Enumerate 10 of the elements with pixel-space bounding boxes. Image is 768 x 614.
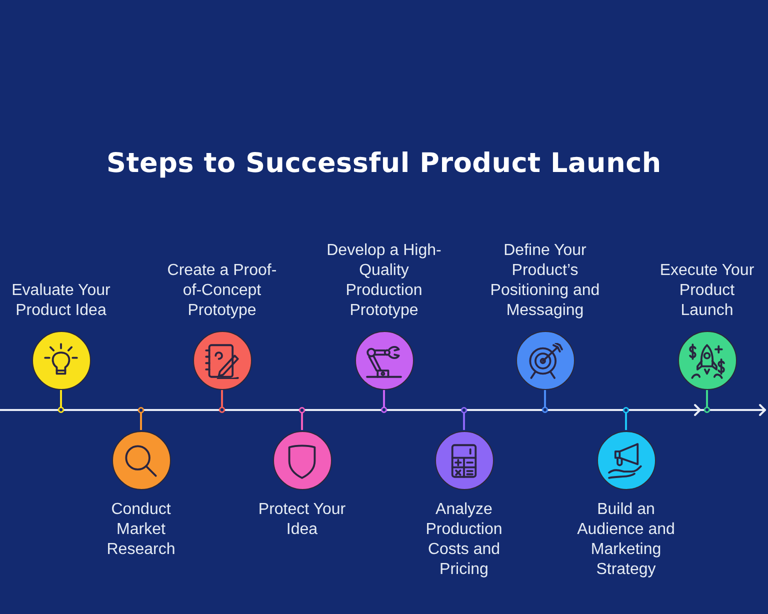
step-label: Evaluate Your Product Idea bbox=[10, 281, 112, 321]
step-label: Create a Proof-of-Concept Prototype bbox=[166, 261, 278, 321]
step-label: Build an Audience and Marketing Strategy bbox=[576, 500, 676, 580]
step-label: Define Your Product’s Positioning and Messaging bbox=[489, 241, 601, 321]
step-label: Develop a High-Quality Production Prototype bbox=[326, 241, 442, 321]
step-label: Protect Your Idea bbox=[257, 500, 347, 540]
title: Steps to Successful Product Launch bbox=[106, 147, 662, 181]
step-label: Conduct Market Research bbox=[106, 500, 176, 560]
step-label: Analyze Production Costs and Pricing bbox=[424, 500, 504, 580]
step-label: Execute Your Product Launch bbox=[658, 261, 756, 321]
